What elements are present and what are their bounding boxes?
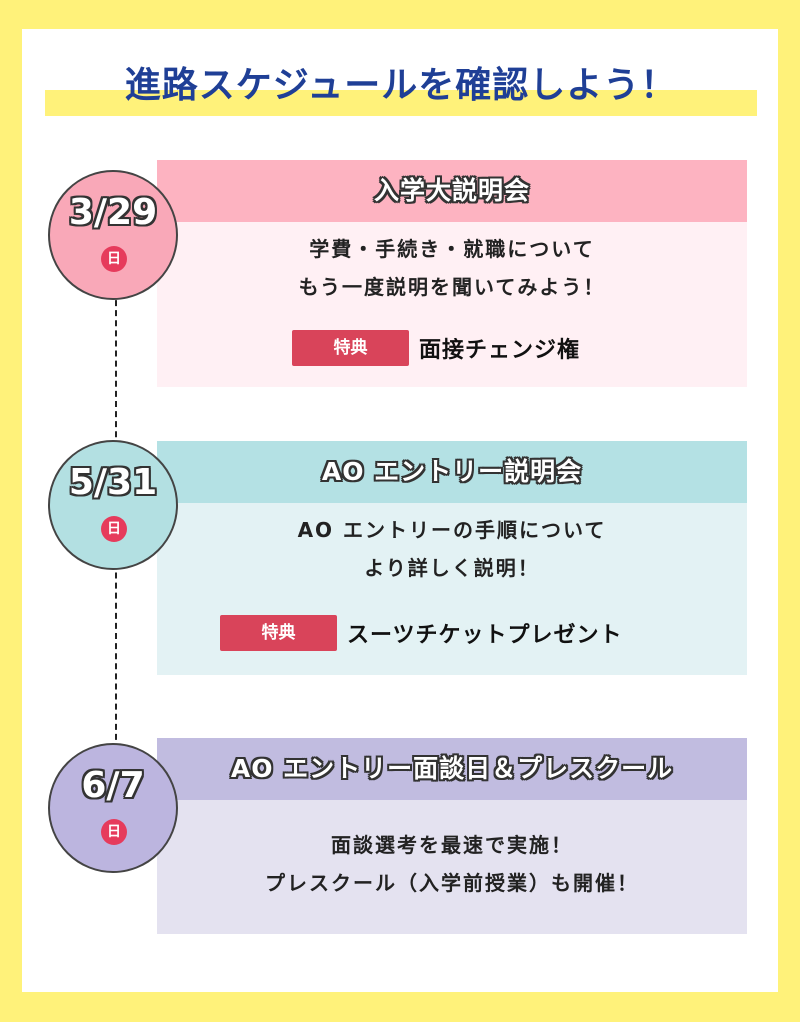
event-description-line: AO エントリーの手順について bbox=[297, 518, 607, 542]
page-title-block: 進路スケジュールを確認しよう！ bbox=[45, 58, 757, 120]
day-of-week-badge: 日 bbox=[101, 246, 127, 272]
page-title: 進路スケジュールを確認しよう！ bbox=[124, 65, 678, 106]
date-circle-2: 5/31 日 bbox=[48, 440, 178, 570]
date-circle-1: 3/29 日 bbox=[48, 170, 178, 300]
date-circle-3: 6/7 日 bbox=[48, 743, 178, 873]
event-card-2: AO エントリー説明会 AO エントリーの手順について より詳しく説明！ 特典 … bbox=[157, 441, 747, 675]
perk-text: スーツチケットプレゼント bbox=[347, 623, 623, 648]
perk-badge: 特典 bbox=[220, 615, 337, 651]
event-description-line: より詳しく説明！ bbox=[364, 556, 540, 580]
event-description-line: もう一度説明を聞いてみよう！ bbox=[298, 275, 606, 299]
event-description-line: 学費・手続き・就職について bbox=[309, 237, 595, 261]
event-description-line: 面談選考を最速で実施！ bbox=[331, 833, 573, 857]
event-title: 入学大説明会 bbox=[157, 160, 747, 222]
event-date: 3/29 bbox=[68, 192, 158, 233]
event-body: 面談選考を最速で実施！ プレスクール（入学前授業）も開催！ bbox=[157, 800, 747, 934]
event-date: 5/31 bbox=[68, 462, 158, 503]
day-of-week-badge: 日 bbox=[101, 516, 127, 542]
perk-text: 面接チェンジ権 bbox=[419, 338, 581, 363]
event-body: 学費・手続き・就職について もう一度説明を聞いてみよう！ 特典 面接チェンジ権 bbox=[157, 222, 747, 387]
event-body: AO エントリーの手順について より詳しく説明！ 特典 スーツチケットプレゼント bbox=[157, 503, 747, 675]
event-card-3: AO エントリー面談日＆プレスクール 面談選考を最速で実施！ プレスクール（入学… bbox=[157, 738, 747, 934]
perk-badge: 特典 bbox=[292, 330, 409, 366]
event-description-line: プレスクール（入学前授業）も開催！ bbox=[265, 871, 639, 895]
event-title: AO エントリー説明会 bbox=[157, 441, 747, 503]
event-title: AO エントリー面談日＆プレスクール bbox=[157, 738, 747, 800]
perk-row: 特典 スーツチケットプレゼント bbox=[220, 615, 623, 651]
title-highlight-bar bbox=[45, 90, 757, 116]
event-date: 6/7 bbox=[81, 765, 145, 806]
day-of-week-badge: 日 bbox=[101, 819, 127, 845]
perk-row: 特典 面接チェンジ権 bbox=[292, 330, 580, 366]
event-card-1: 入学大説明会 学費・手続き・就職について もう一度説明を聞いてみよう！ 特典 面… bbox=[157, 160, 747, 387]
